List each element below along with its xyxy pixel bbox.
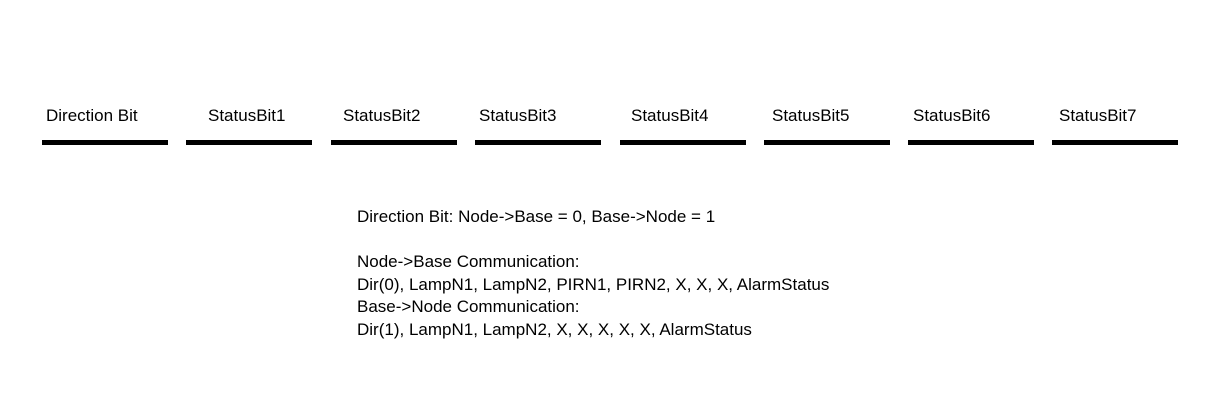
direction-bit-definition: Direction Bit: Node->Base = 0, Base->Nod… [357, 207, 716, 226]
bit-field-underline [331, 140, 457, 145]
protocol-notes: Direction Bit: Node->Base = 0, Base->Nod… [357, 206, 829, 341]
bit-field-label: Direction Bit [46, 106, 138, 125]
bit-field-underline [908, 140, 1034, 145]
bit-field-underline [42, 140, 168, 145]
bit-field-label: StatusBit7 [1059, 106, 1137, 125]
base-to-node-fields: Dir(1), LampN1, LampN2, X, X, X, X, X, A… [357, 319, 752, 339]
bit-field-label: StatusBit1 [208, 106, 286, 125]
bit-field-label: StatusBit5 [772, 106, 850, 125]
bit-field-underline [620, 140, 746, 145]
bit-field-underline [1052, 140, 1178, 145]
node-to-base-fields: Dir(0), LampN1, LampN2, PIRN1, PIRN2, X,… [357, 274, 830, 294]
bit-field-label: StatusBit3 [479, 106, 557, 125]
bit-field-underline [475, 140, 601, 145]
bit-field-underline [764, 140, 890, 145]
node-to-base-heading: Node->Base Communication: [357, 252, 580, 271]
notes-spacer [357, 229, 829, 252]
bit-field-label: StatusBit2 [343, 106, 421, 125]
bit-field-underline [186, 140, 312, 145]
bit-field-label: StatusBit6 [913, 106, 991, 125]
base-to-node-heading: Base->Node Communication: [357, 297, 580, 316]
bit-field-label: StatusBit4 [631, 106, 709, 125]
